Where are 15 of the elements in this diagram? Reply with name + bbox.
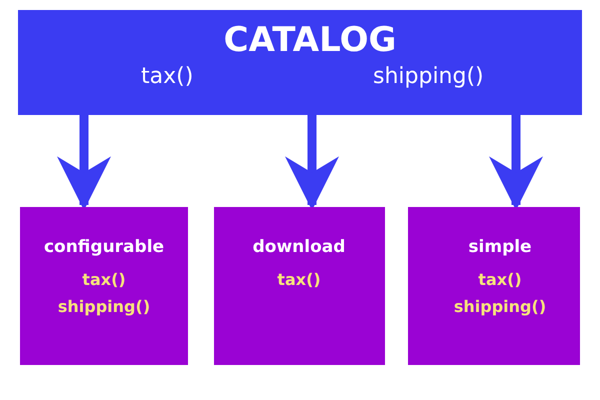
subclass-box [214,207,385,365]
method-name: shipping() [373,64,484,89]
subclass-box [20,207,188,365]
method-name: tax() [82,270,126,289]
class-title: CATALOG [224,20,396,60]
method-name: tax() [277,270,321,289]
subclass-name: simple [468,237,532,257]
subclass-name: download [252,237,346,257]
subclass-box [408,207,580,365]
method-name: tax() [141,64,194,89]
method-name: tax() [478,270,522,289]
method-name: shipping() [454,297,546,316]
subclass-name: configurable [44,237,164,257]
method-name: shipping() [58,297,150,316]
class-box [18,10,582,115]
